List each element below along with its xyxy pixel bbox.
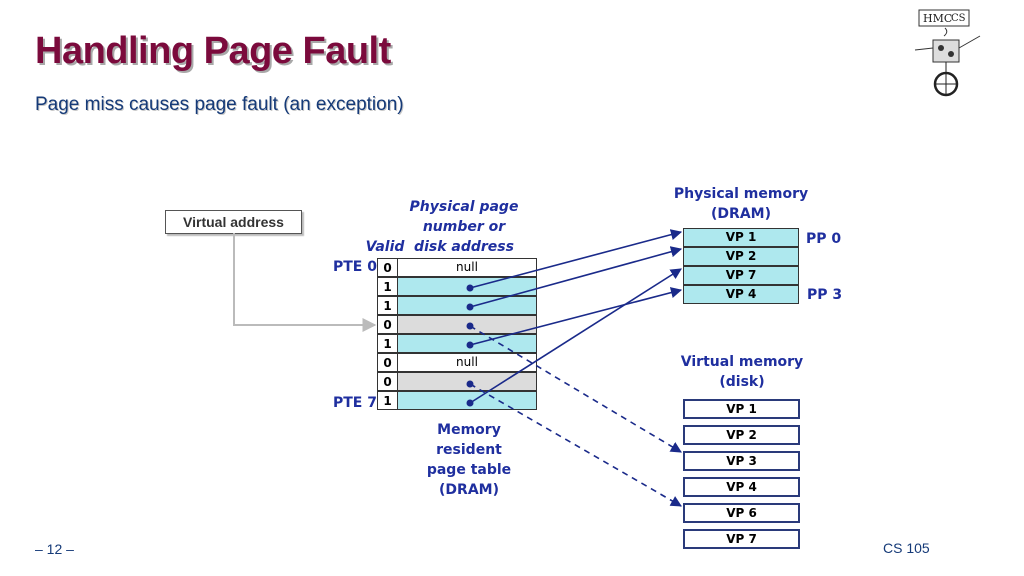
page-table-caption: Memory resident page table (DRAM): [402, 420, 536, 500]
pte-valid-cell: 1: [377, 296, 398, 315]
pte-address-cell: [397, 372, 537, 391]
physical-page-cell: VP 1: [683, 228, 799, 247]
course-label: CS 105: [883, 540, 930, 556]
pm-title-line2: (DRAM): [711, 206, 771, 222]
physical-memory-title: Physical memory (DRAM): [670, 184, 812, 224]
virtual-page-cell: VP 1: [683, 399, 800, 419]
pte2-to-pp1-arrow: [469, 246, 683, 308]
slide-title: Handling Page Fault: [35, 30, 391, 72]
physical-page-cell: VP 4: [683, 285, 799, 304]
caption-line1: Memory resident: [436, 422, 502, 458]
physical-page-cell: VP 2: [683, 247, 799, 266]
virtual-memory-title: Virtual memory (disk): [672, 352, 812, 392]
pte-address-cell: [397, 391, 537, 410]
va-to-pte-arrow: [233, 233, 377, 332]
ppn-header-line2: number or: [422, 219, 506, 235]
svg-text:CS: CS: [951, 13, 966, 24]
page-number: – 12 –: [35, 541, 74, 557]
pte-address-cell: null: [397, 353, 537, 372]
virtual-page-cell: VP 6: [683, 503, 800, 523]
pte-valid-cell: 0: [377, 258, 398, 277]
pp-last-label: PP 3: [807, 287, 843, 303]
hmc-logo-icon: HMC CS: [914, 9, 981, 97]
pte-last-label: PTE 7: [333, 395, 377, 411]
pp-first-label: PP 0: [806, 231, 842, 247]
pte6-to-disk-arrow: [469, 383, 682, 507]
ppn-header: Physical page number or disk address: [400, 197, 528, 257]
svg-text:HMC: HMC: [923, 12, 952, 25]
virtual-page-cell: VP 7: [683, 529, 800, 549]
valid-header: Valid: [365, 239, 405, 255]
pte7-to-pp2-arrow: [469, 268, 682, 404]
pte1-to-pp0-arrow: [469, 229, 683, 289]
virtual-page-cell: VP 2: [683, 425, 800, 445]
ppn-header-line1: Physical page: [409, 199, 519, 215]
virtual-page-cell: VP 4: [683, 477, 800, 497]
vm-title-line2: (disk): [719, 374, 765, 390]
ppn-header-line3: disk address: [414, 239, 514, 255]
vm-title-line1: Virtual memory: [680, 354, 804, 370]
pte-first-label: PTE 0: [333, 259, 377, 275]
physical-page-cell: VP 7: [683, 266, 799, 285]
slide-subtitle: Page miss causes page fault (an exceptio…: [35, 94, 404, 115]
caption-line3: (DRAM): [439, 482, 499, 498]
pm-title-line1: Physical memory: [673, 186, 809, 202]
pte4-to-pp3-arrow: [469, 287, 683, 346]
pte-valid-cell: 0: [377, 315, 398, 334]
caption-line2: page table: [426, 462, 512, 478]
pte-address-cell: null: [397, 258, 537, 277]
pte3-to-disk-arrow: [469, 325, 682, 453]
virtual-page-cell: VP 3: [683, 451, 800, 471]
virtual-address-box: Virtual address: [165, 210, 302, 234]
